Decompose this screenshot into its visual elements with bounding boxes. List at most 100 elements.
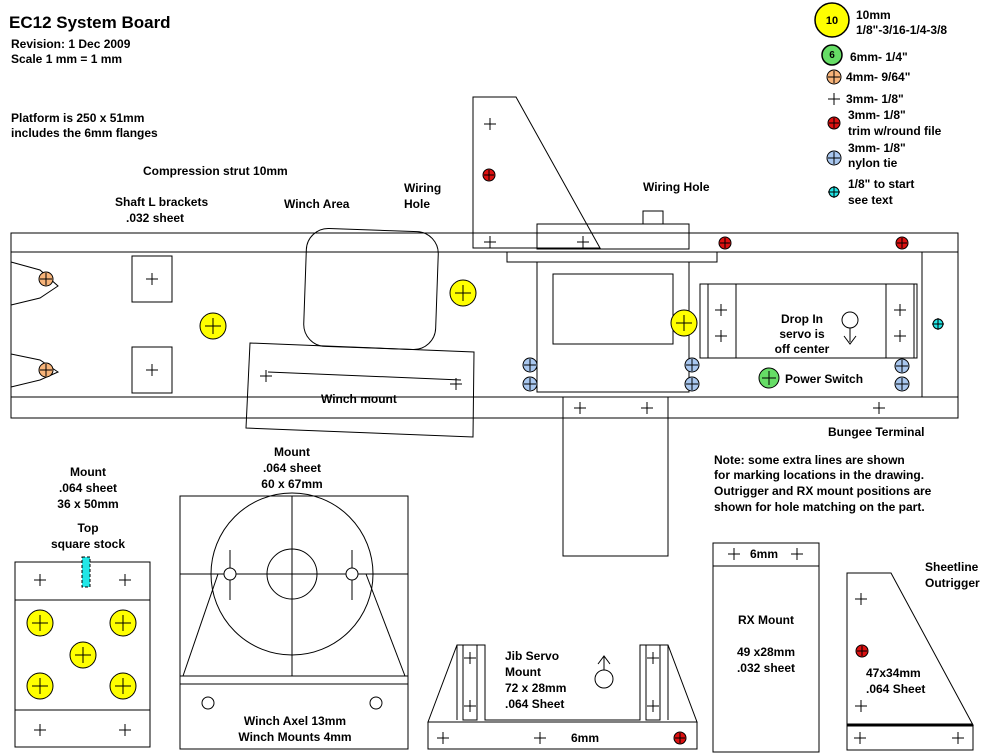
nylon-tie-hole xyxy=(684,376,700,392)
nylon-tie-hole xyxy=(684,357,700,373)
nylon-tie-hole xyxy=(522,376,538,392)
bungee-terminal-label: Bungee Terminal xyxy=(828,425,925,439)
mount-10mm-hole xyxy=(109,609,137,637)
legend-3mm-blue-hole xyxy=(826,150,842,166)
winch-mount-label: Winch mount xyxy=(321,392,397,406)
servo-mark xyxy=(715,304,727,316)
mount-large-label-3: 60 x 67mm xyxy=(261,477,323,491)
outrigger-title-2: Outrigger xyxy=(925,576,980,590)
nylon-tie-hole xyxy=(894,358,910,374)
platform-note-2: includes the 6mm flanges xyxy=(11,126,158,140)
outrigger-mark xyxy=(484,118,496,130)
platform-note-1: Platform is 250 x 51mm xyxy=(11,111,145,125)
winch-mount xyxy=(245,342,475,438)
mount-10mm-hole xyxy=(109,672,137,700)
mount-mark xyxy=(34,724,46,736)
mount-mark xyxy=(119,724,131,736)
winch-area-label: Winch Area xyxy=(284,197,350,211)
jib-mark xyxy=(647,700,659,712)
jib-servo-label-2: Mount xyxy=(505,665,541,679)
drop-in-servo-box xyxy=(699,283,918,359)
legend-3mm-mark xyxy=(828,93,840,105)
jib-servo-label-1: Jib Servo xyxy=(505,649,560,663)
wiring-hole-left-label-1: Wiring xyxy=(404,181,442,195)
jib-mark xyxy=(464,700,476,712)
legend-3mm-label: 3mm- 1/8" xyxy=(846,92,904,106)
jib-red-hole xyxy=(673,731,687,745)
platform-red-hole xyxy=(718,236,732,250)
rx-mount-label-3: .032 sheet xyxy=(736,661,796,675)
outrigger-red-hole xyxy=(482,168,496,182)
platform-4mm-hole xyxy=(38,362,54,378)
shaft-brackets-label-2: .032 sheet xyxy=(126,211,185,225)
platform-outline xyxy=(10,232,959,419)
winch-mount-mark xyxy=(260,370,272,382)
winch-axel-label-1: Winch Axel 13mm xyxy=(243,714,347,728)
rx-mount-part xyxy=(712,542,820,753)
platform-10mm-hole xyxy=(670,309,698,337)
mount-mark xyxy=(34,574,46,586)
jib-servo-label-3: 72 x 28mm xyxy=(505,681,567,695)
top-outrigger xyxy=(472,96,601,249)
revision-text: Revision: 1 Dec 2009 xyxy=(11,37,131,51)
top-square-stock xyxy=(81,556,91,588)
mount-small-label-1: Mount xyxy=(70,465,106,479)
axel-hole xyxy=(201,696,215,710)
wiring-hole-left-label-2: Hole xyxy=(404,197,431,211)
wiring-hole-right-label: Wiring Hole xyxy=(643,180,710,194)
winch-axel-part xyxy=(179,675,409,750)
bracket-mark xyxy=(146,273,158,285)
jib-mark xyxy=(534,732,546,744)
mount-small-top-label: Top xyxy=(77,521,99,535)
jib-mark xyxy=(437,732,449,744)
jib-servo-label-4: .064 Sheet xyxy=(505,697,565,711)
bracket-mark xyxy=(146,364,158,376)
left-notch-bottom xyxy=(10,353,60,388)
legend-4mm-label: 4mm- 9/64" xyxy=(846,70,911,84)
legend-10mm-label-2: 1/8"-3/16-1/4-3/8 xyxy=(856,23,948,37)
rx-mount-label-1: RX Mount xyxy=(738,613,794,627)
legend-start-label-1: 1/8" to start xyxy=(848,177,915,191)
note-line-3: Outrigger and RX mount positions are xyxy=(714,484,932,498)
drop-in-label-2: servo is xyxy=(779,327,825,341)
shaft-brackets-label-1: Shaft L brackets xyxy=(115,195,209,209)
legend-start-hole xyxy=(828,186,840,198)
mount-10mm-hole xyxy=(69,641,97,669)
jib-mark xyxy=(647,652,659,664)
legend-6mm-label: 6mm- 1/4" xyxy=(850,50,908,64)
winch-axel-label-2: Winch Mounts 4mm xyxy=(238,730,352,744)
nylon-tie-hole xyxy=(522,357,538,373)
platform-mark xyxy=(577,236,589,248)
bungee-start-hole xyxy=(932,318,944,330)
note-line-2: for marking locations in the drawing. xyxy=(714,468,925,482)
rx-mark xyxy=(728,548,740,560)
legend-10mm-label-1: 10mm xyxy=(856,8,891,22)
mount-small-stock-label: square stock xyxy=(50,537,126,551)
mount-mark xyxy=(119,574,131,586)
legend-3mm-red-label-1: 3mm- 1/8" xyxy=(848,108,906,122)
left-notch-top xyxy=(10,261,59,306)
rx-mark xyxy=(791,548,803,560)
scale-text: Scale 1 mm = 1 mm xyxy=(11,52,123,66)
power-switch-label: Power Switch xyxy=(785,372,864,386)
legend-10mm-badge: 10 xyxy=(825,15,839,27)
drop-in-label-3: off center xyxy=(774,342,830,356)
axel-hole xyxy=(369,696,383,710)
servo-top-flange xyxy=(536,223,690,250)
mount-hole xyxy=(223,567,237,581)
platform-4mm-hole xyxy=(38,271,54,287)
mount-large-label-2: .064 sheet xyxy=(262,461,322,475)
drop-in-label-1: Drop In xyxy=(781,312,823,326)
mount-10mm-hole xyxy=(26,609,54,637)
hole-marks xyxy=(26,2,964,745)
legend-6mm-hole xyxy=(821,44,843,66)
page-title: EC12 System Board xyxy=(9,13,171,32)
mount-small-label-3: 36 x 50mm xyxy=(57,497,119,511)
servo-mark xyxy=(715,330,727,342)
note-line-4: shown for hole matching on the part. xyxy=(714,500,925,514)
outrigger-label-1: 47x34mm xyxy=(866,666,921,680)
winch-mount-mark xyxy=(450,378,462,390)
platform-10mm-hole xyxy=(199,312,227,340)
